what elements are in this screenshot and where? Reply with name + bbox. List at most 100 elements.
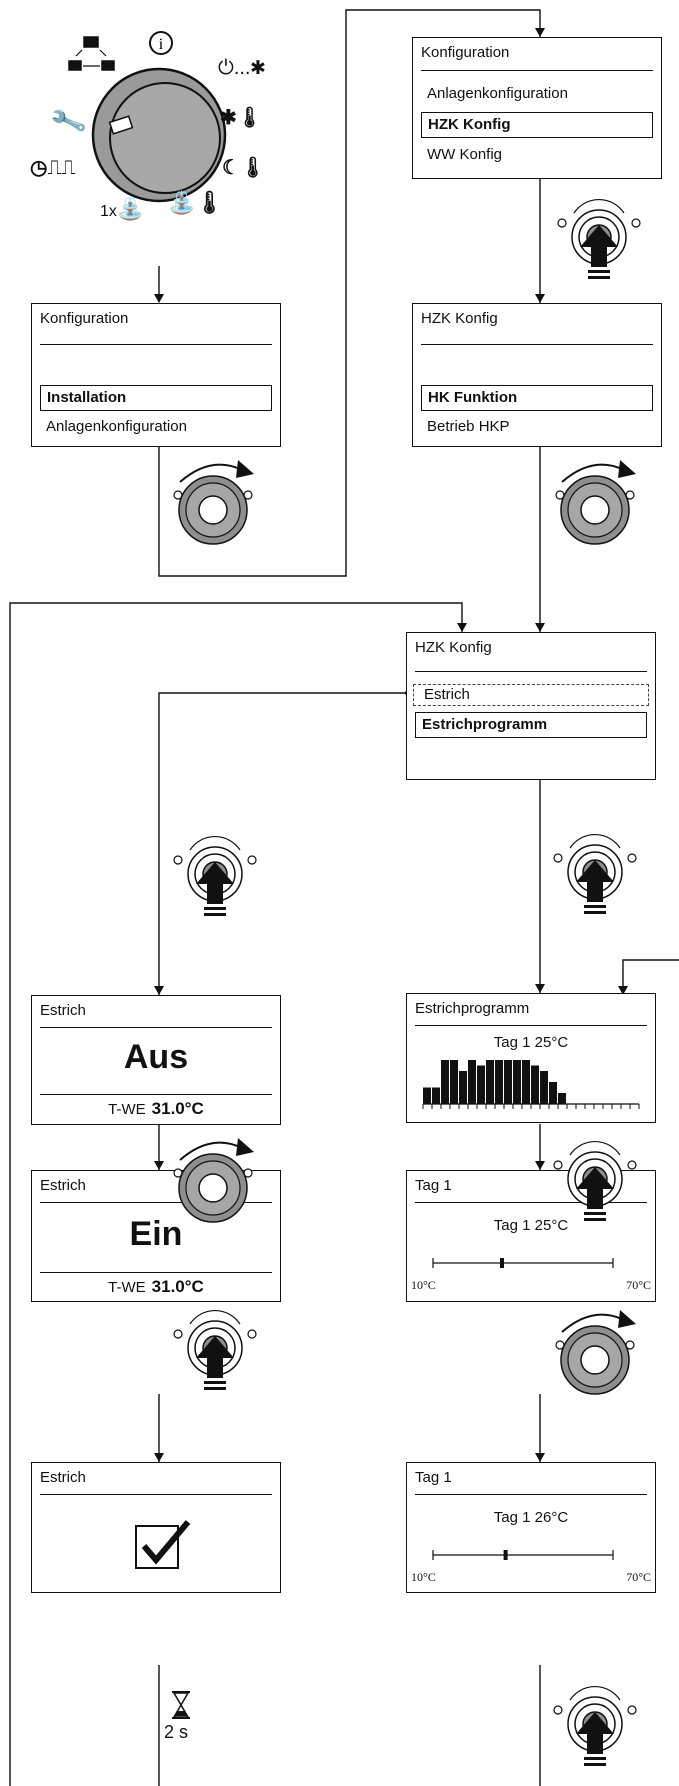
slider-thumb — [500, 1258, 504, 1268]
program-bar — [459, 1071, 467, 1104]
moon-glyph: ☾ — [222, 157, 240, 179]
menu-item[interactable]: Anlagenkonfiguration — [427, 85, 568, 102]
panel-title: Konfiguration — [40, 310, 129, 327]
menu-item-estrich[interactable]: Estrich — [413, 684, 649, 706]
knob-core — [580, 1345, 610, 1375]
network-icon — [68, 36, 115, 71]
rotate-arc — [569, 1686, 621, 1701]
tap-thermometer-icon: ⛲🌡 — [168, 190, 224, 215]
sun-glyph-2: ✱ — [220, 107, 237, 129]
panel-tag1-b: Tag 1 Tag 1 26°C 10°C 70°C — [406, 1462, 656, 1593]
program-bar — [423, 1087, 431, 1104]
knob-core — [198, 1173, 228, 1203]
program-bar — [513, 1060, 521, 1104]
knob-core — [580, 495, 610, 525]
slider-thumb — [503, 1550, 508, 1560]
rotate-arc — [189, 1310, 241, 1325]
minus-sign — [553, 1705, 563, 1715]
plus-sign — [627, 853, 637, 863]
timer-label: 2 s — [164, 1722, 189, 1742]
menu-item[interactable]: Betrieb HKP — [427, 418, 510, 435]
turn-arrow — [618, 1310, 636, 1328]
divider — [415, 671, 647, 672]
divider — [40, 1027, 272, 1028]
push-arrow — [196, 1336, 234, 1378]
status-value: Aus — [123, 1038, 189, 1076]
push-arrow — [576, 860, 614, 902]
push-knob-icon — [557, 199, 641, 279]
push-arrow — [576, 1712, 614, 1754]
turn-knob-icon — [555, 460, 636, 545]
program-bar — [486, 1060, 494, 1104]
divider — [40, 1272, 272, 1273]
turn-arc — [561, 1313, 625, 1333]
panel-title: HZK Konfig — [415, 639, 492, 656]
turn-arrow — [236, 1138, 254, 1156]
divider — [40, 1094, 272, 1095]
program-bar — [468, 1060, 476, 1104]
push-knob-icon — [173, 1310, 257, 1390]
divider — [415, 1494, 647, 1495]
once-tap-icon: 1x⛲ — [100, 196, 145, 221]
scale-max: 70°C — [626, 1570, 651, 1584]
turn-arc — [179, 463, 243, 483]
menu-item[interactable]: Anlagenkonfiguration — [46, 418, 187, 435]
selector-dial-group: i ⏻...✱ 🔧 ✱🌡 ◷⎍⎍ ☾🌡 1x⛲ ⛲🌡 — [30, 20, 290, 260]
push-knob-icon — [553, 1141, 637, 1221]
day-caption: Tag 1 26°C — [493, 1509, 569, 1526]
minus-sign — [173, 1329, 183, 1339]
menu-item-selected[interactable]: HK Funktion — [421, 385, 653, 411]
push-knob-icon — [553, 1686, 637, 1766]
push-line — [204, 1387, 226, 1390]
turn-arc — [179, 1141, 243, 1161]
turn-knob-icon — [173, 460, 254, 545]
scale-max: 70°C — [626, 1278, 651, 1292]
menu-item[interactable]: WW Konfig — [427, 146, 503, 163]
push-arrow — [576, 1167, 614, 1209]
panel-title: Tag 1 — [415, 1469, 452, 1486]
pulse-glyph: ⎍⎍ — [47, 157, 76, 179]
panel-title: Konfiguration — [421, 44, 510, 61]
push-line — [204, 913, 226, 916]
plus-sign — [631, 218, 641, 228]
program-bar — [504, 1060, 512, 1104]
panel-konfiguration-1: Konfiguration Installation Anlagenkonfig… — [31, 303, 281, 447]
minus-sign — [553, 853, 563, 863]
selector-dial[interactable] — [30, 20, 290, 260]
push-line — [584, 1757, 606, 1760]
program-bar — [441, 1060, 449, 1104]
push-line — [584, 911, 606, 914]
push-line — [204, 1381, 226, 1384]
rotate-arc — [189, 836, 241, 851]
panel-title: Estrich — [40, 1469, 86, 1486]
turn-knob-icon — [555, 1310, 636, 1395]
panel-estrichprogramm: Estrichprogramm Tag 1 25°C — [406, 993, 656, 1123]
program-bar — [477, 1065, 485, 1104]
push-knob-icon — [173, 836, 257, 916]
panel-title: Estrichprogramm — [415, 1000, 530, 1017]
once-glyph: 1x — [100, 203, 117, 220]
menu-item-selected[interactable]: Installation — [40, 385, 272, 411]
temp-value: 31.0°C — [151, 1277, 204, 1296]
panel-hzk-konfig-1: HZK Konfig HK Funktion Betrieb HKP — [412, 303, 662, 447]
push-line — [584, 1218, 606, 1221]
timer: 2 s — [162, 1690, 202, 1750]
status-value: Ein — [129, 1215, 183, 1253]
turn-knob-icon — [173, 1138, 254, 1223]
temperature-slider[interactable] — [413, 1253, 649, 1273]
menu-item-selected[interactable]: HZK Konfig — [421, 112, 653, 138]
program-bar-chart — [422, 1060, 640, 1109]
panel-title: Tag 1 — [415, 1177, 452, 1194]
turn-arrow — [618, 460, 636, 478]
program-bar — [432, 1087, 440, 1104]
panel-estrich-confirm: Estrich — [31, 1462, 281, 1593]
panel-hzk-konfig-2: HZK Konfig Estrich Estrichprogramm — [406, 632, 656, 780]
menu-item-selected[interactable]: Estrichprogramm — [415, 712, 647, 738]
push-arrow — [580, 225, 618, 267]
program-bar — [450, 1060, 458, 1104]
temperature-slider[interactable] — [413, 1545, 649, 1565]
